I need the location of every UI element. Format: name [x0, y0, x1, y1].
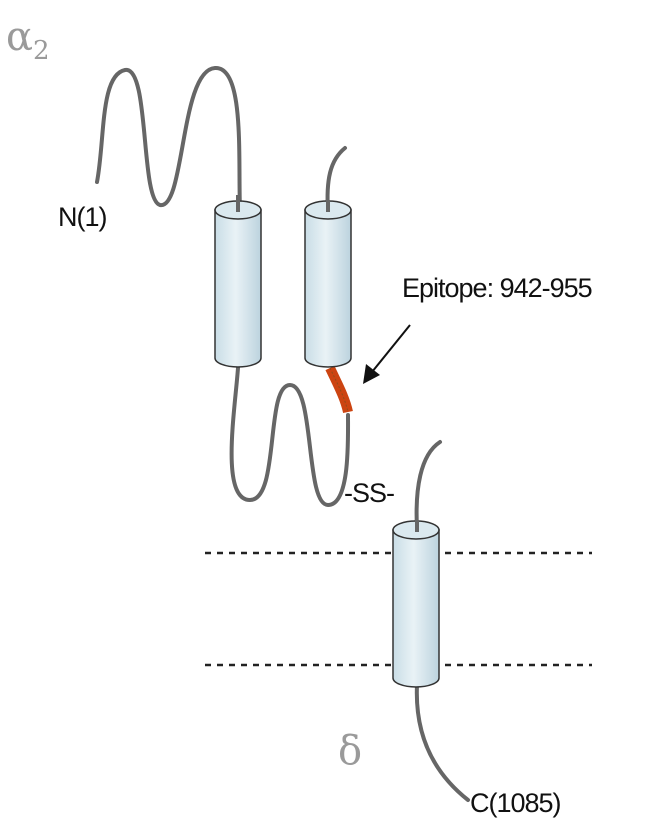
- alpha2-n-terminal-loop: [95, 65, 242, 212]
- delta-strand-top: [414, 440, 442, 530]
- disulfide-label: -SS-: [344, 478, 395, 508]
- epitope-arrow: [371, 324, 411, 373]
- delta-c-terminal-tail: [414, 683, 470, 802]
- n-terminus-label: N(1): [58, 202, 107, 232]
- delta-transmembrane-cylinder: [392, 520, 440, 688]
- alpha2-loop-lower: [229, 366, 351, 508]
- alpha2-label: α2: [6, 14, 50, 66]
- alpha2-helix-cylinder-1: [214, 195, 262, 368]
- arrow-head-icon: [363, 364, 380, 384]
- alpha2-helix-cylinder-2: [304, 200, 352, 368]
- delta-label: δ: [338, 728, 363, 774]
- c-terminus-label: C(1085): [470, 788, 562, 818]
- alpha-subscript: 2: [33, 36, 50, 66]
- epitope-segment: [325, 365, 353, 414]
- epitope-label: Epitope: 942-955: [402, 273, 593, 303]
- alpha-symbol: α: [6, 14, 34, 60]
